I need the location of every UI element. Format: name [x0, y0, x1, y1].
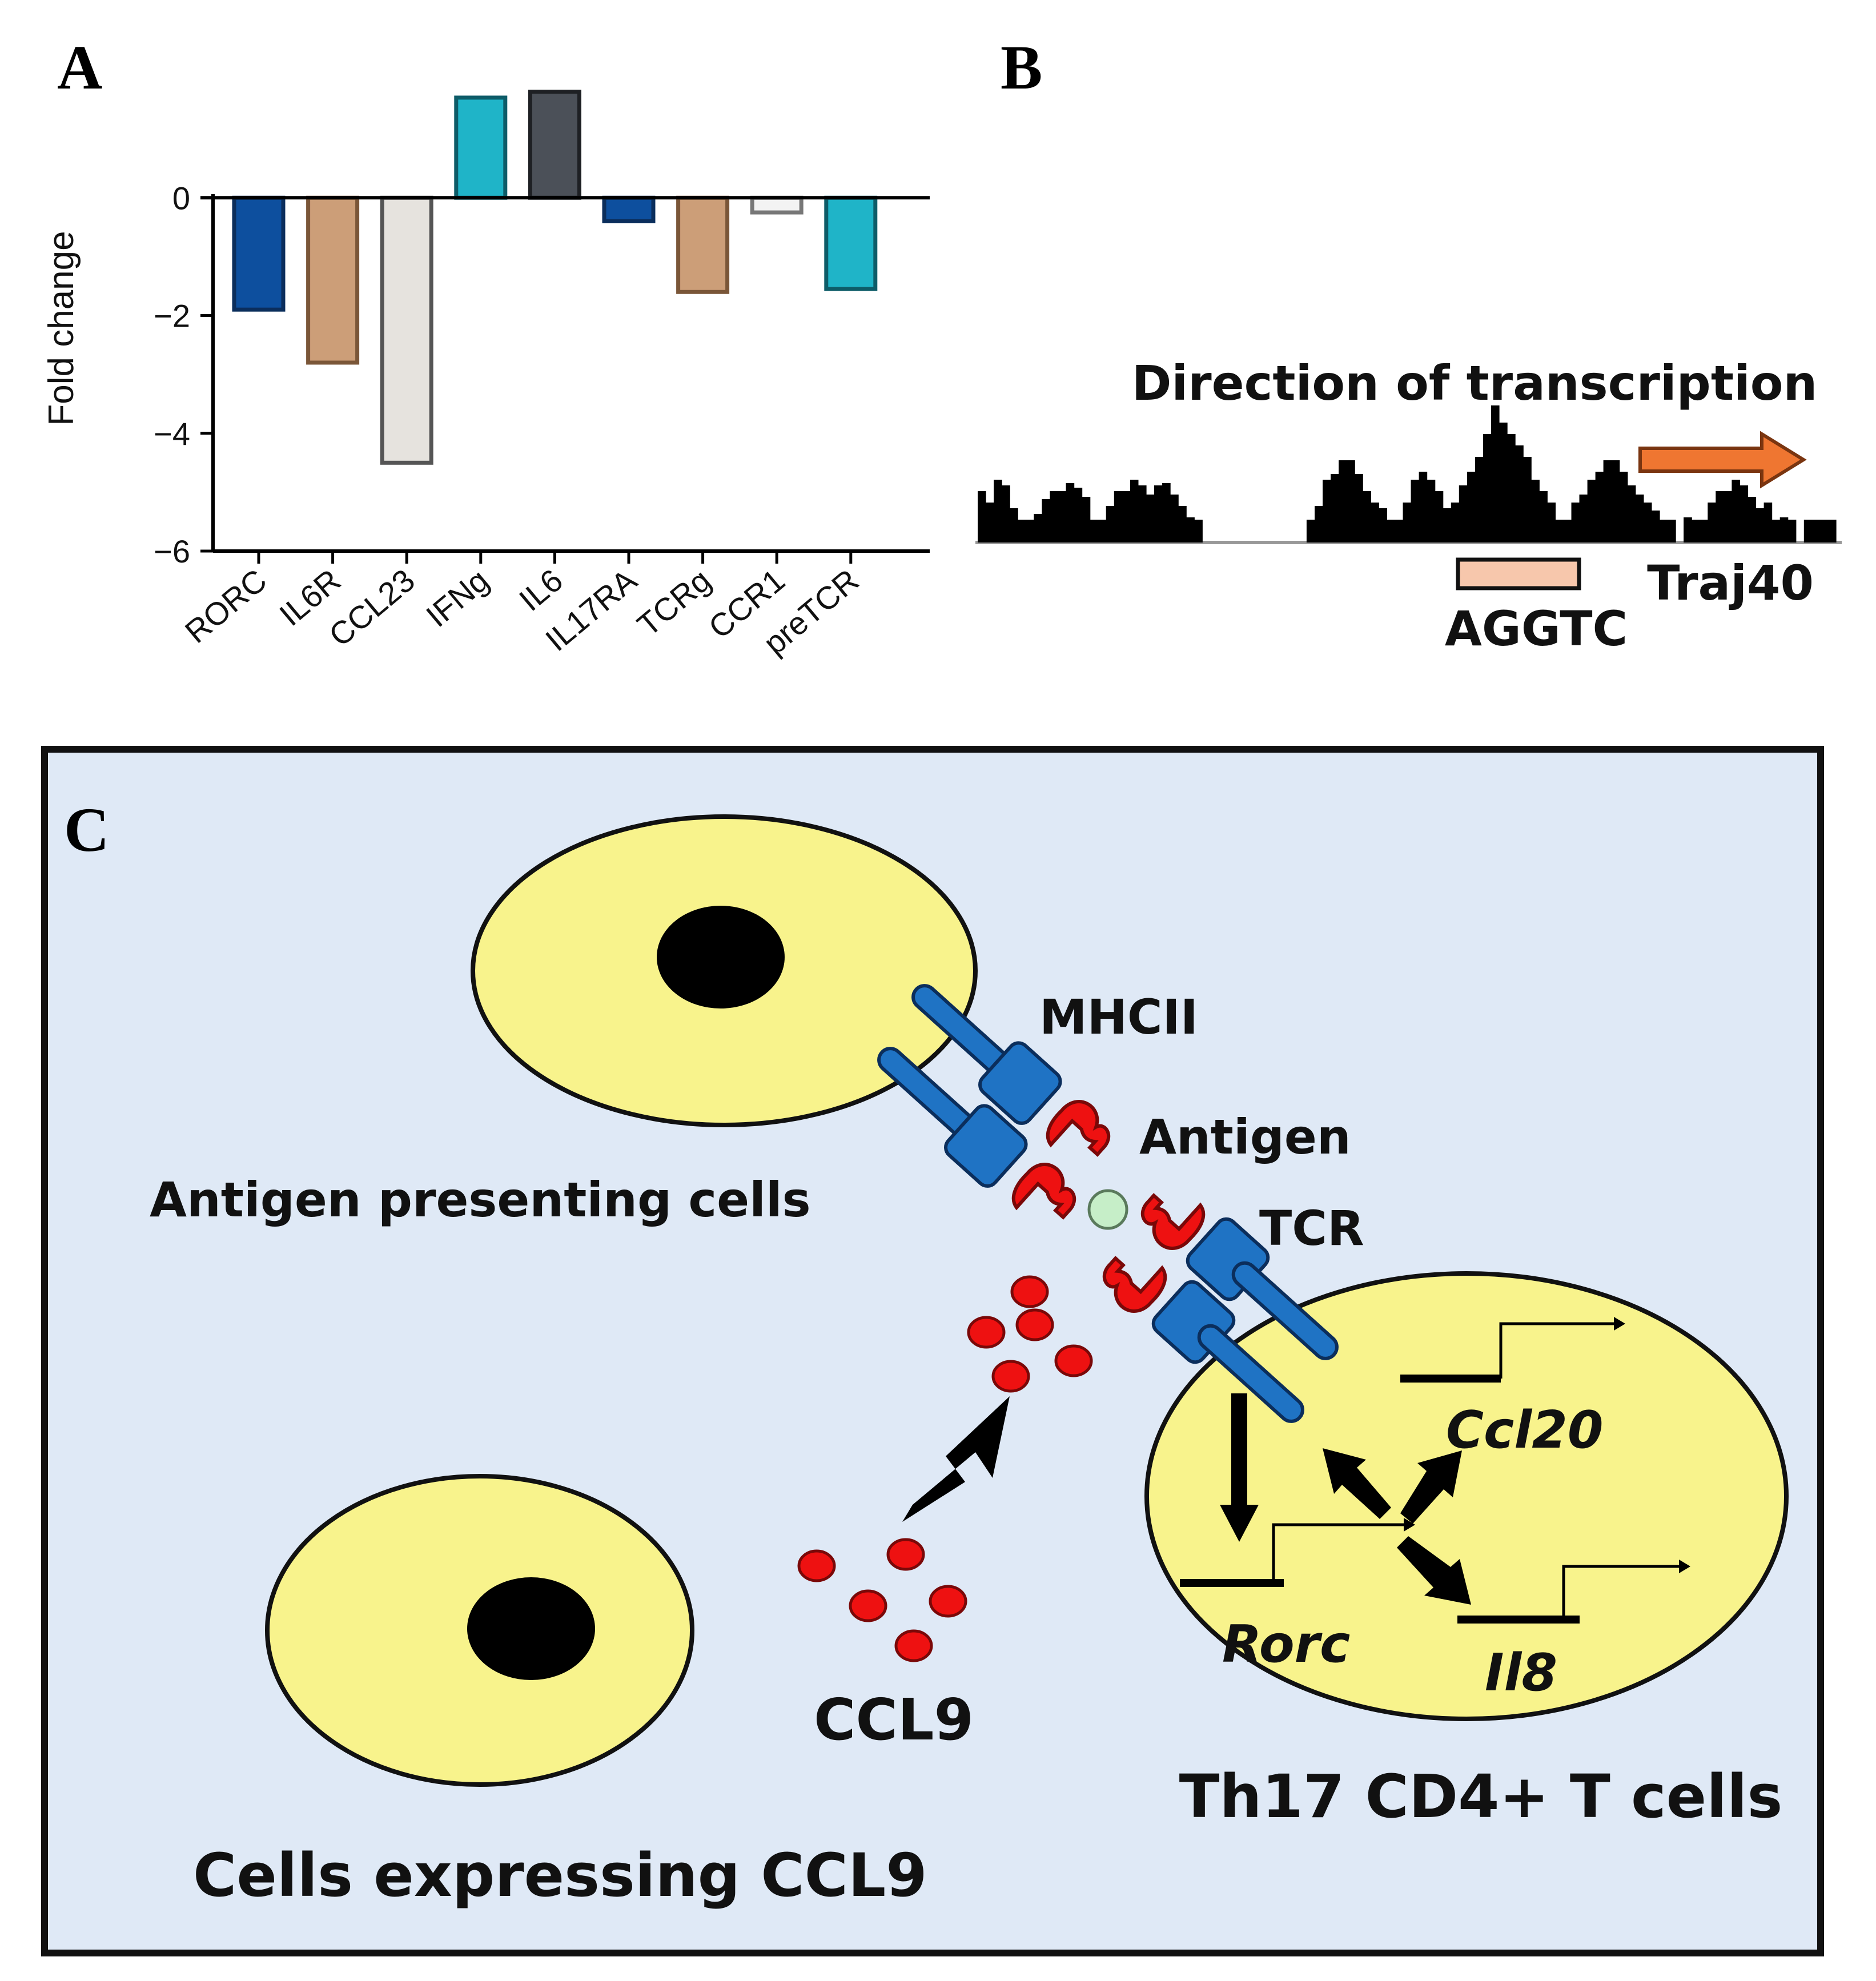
x-tick-label: IL6 — [512, 562, 569, 618]
ccl9-expressing-cell — [265, 1474, 694, 1787]
ccl9-cells-label: Cells expressing CCL9 — [193, 1841, 927, 1910]
bar-il6r — [306, 195, 360, 365]
ccl9-particles-secreted — [967, 1275, 1093, 1393]
regulation-arrows — [1220, 1393, 1471, 1605]
il8-gene-label: Il8 — [1485, 1643, 1557, 1703]
x-tick-label: CCL23 — [322, 562, 421, 653]
apc-nucleus — [657, 906, 785, 1008]
mhcii-receptor — [877, 984, 1062, 1188]
y-tick-label: −4 — [154, 416, 190, 452]
panel-a-letter: A — [57, 33, 102, 102]
signal-track — [978, 405, 1837, 543]
gene-label: Traj40 — [1647, 555, 1814, 611]
tcr-label: TCR — [1259, 1200, 1364, 1256]
track-title: Direction of transcription — [1132, 355, 1818, 411]
il8-promoter — [1457, 1560, 1690, 1624]
chart-bars — [232, 90, 878, 465]
y-tick-label: −2 — [154, 298, 190, 334]
secretion-arrow — [902, 1396, 1010, 1522]
rorc-gene-label: Rorc — [1222, 1614, 1350, 1674]
apc-label: Antigen presenting cells — [150, 1172, 811, 1228]
th17-cell — [1144, 1271, 1789, 1721]
th17-label: Th17 CD4+ T cells — [1179, 1762, 1783, 1831]
ccl9-cell-nucleus — [467, 1577, 595, 1680]
ccl9-label: CCL9 — [814, 1686, 974, 1753]
motif-box — [1456, 557, 1581, 590]
bar-il17ra — [602, 195, 656, 223]
ccl20-gene-label: Ccl20 — [1446, 1400, 1604, 1460]
ccl20-promoter — [1400, 1317, 1625, 1383]
panel-b-letter: B — [1001, 33, 1042, 102]
bar-ccl23 — [380, 195, 433, 465]
x-tick-label: RORC — [178, 562, 274, 650]
bar-rorc — [232, 195, 286, 312]
x-tick-label: IFNg — [419, 562, 495, 634]
y-axis-label: Fold change — [42, 231, 81, 425]
x-tick-label: TCRg — [630, 562, 718, 643]
bar-pretcr — [824, 195, 878, 291]
panel-c: C — [41, 746, 1824, 1956]
panel-c-letter: C — [64, 795, 109, 865]
bar-tcrg — [676, 195, 730, 294]
bar-ccr1 — [750, 195, 804, 215]
motif-label: AGGTC — [1445, 601, 1628, 657]
panel-b: B Direction of transcription AGGTC Traj4… — [975, 33, 1842, 657]
rorc-promoter — [1180, 1518, 1415, 1587]
bar-ifng — [454, 95, 508, 200]
bar-il6 — [528, 90, 581, 200]
direction-arrow — [1638, 431, 1807, 489]
mhcii-label: MHCII — [1039, 989, 1198, 1045]
apc-cell — [471, 814, 978, 1127]
ccl9-particles-cell — [797, 1538, 967, 1662]
antigen — [1087, 1189, 1128, 1230]
tcr-receptor — [1151, 1217, 1339, 1423]
y-tick-label: −6 — [154, 533, 190, 569]
y-tick-label: 0 — [172, 180, 190, 216]
antigen-label: Antigen — [1139, 1109, 1351, 1165]
